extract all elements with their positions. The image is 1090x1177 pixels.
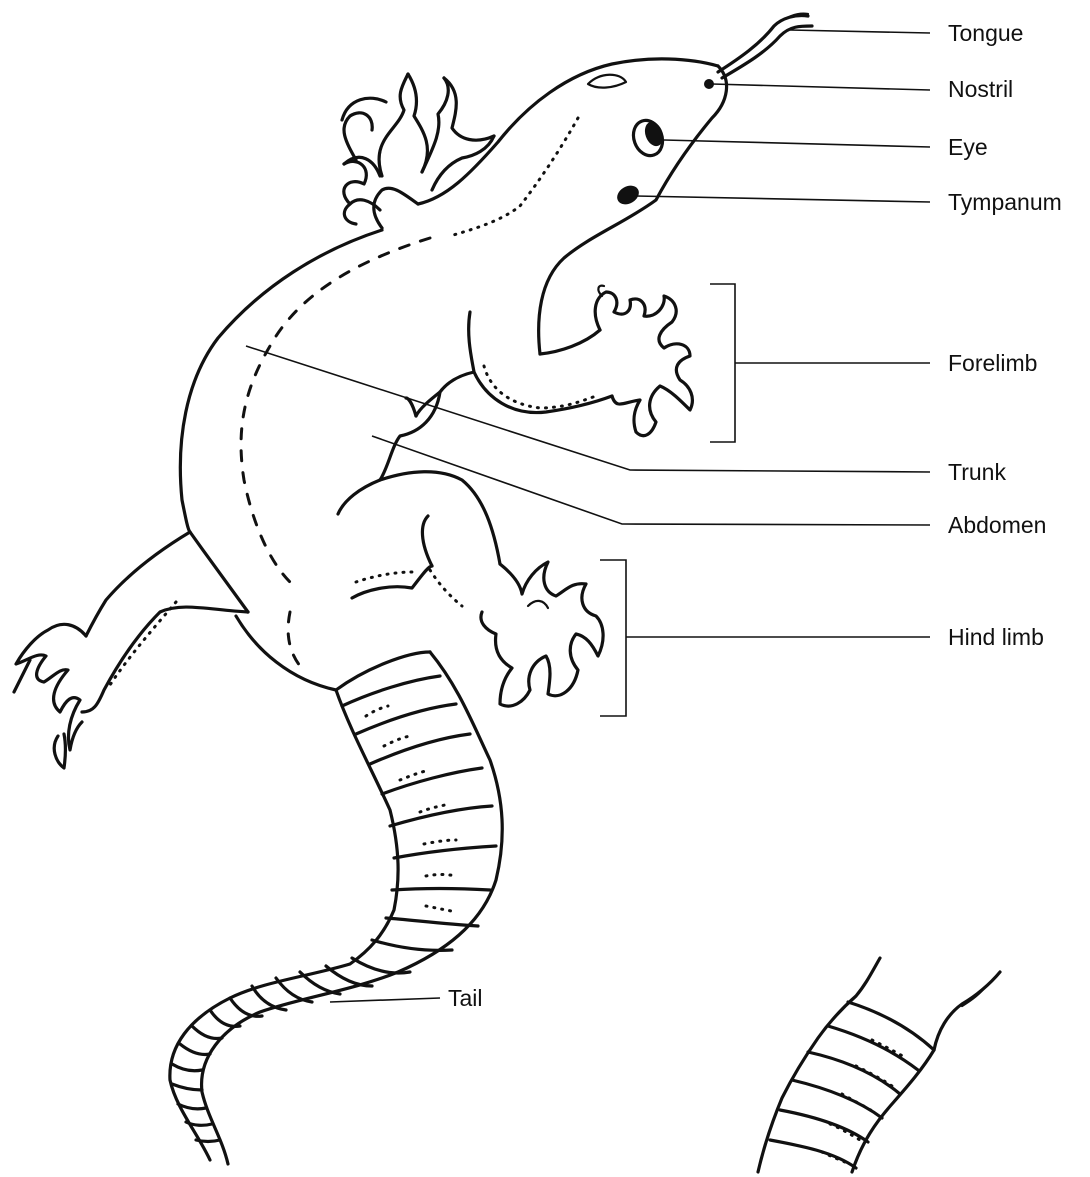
abdomen-leader bbox=[372, 436, 930, 525]
nostril-leader bbox=[712, 84, 930, 90]
tail-detail-inset bbox=[758, 958, 1000, 1172]
lizard-body bbox=[180, 59, 726, 690]
trunk-leader bbox=[246, 346, 930, 472]
label-hind-limb: Hind limb bbox=[948, 624, 1044, 650]
label-tail: Tail bbox=[448, 985, 483, 1011]
forelimb-shape bbox=[474, 286, 692, 436]
leader-lines bbox=[246, 30, 930, 1002]
hind-limb-shape bbox=[338, 472, 603, 706]
eye-leader bbox=[664, 140, 930, 147]
tail-shape bbox=[170, 652, 502, 1164]
tongue-shape bbox=[718, 14, 812, 78]
labels: Tongue Nostril Eye Tympanum Forelimb Tru… bbox=[448, 20, 1062, 1011]
tongue-leader bbox=[790, 30, 930, 33]
front-left-foot bbox=[342, 74, 494, 228]
label-trunk: Trunk bbox=[948, 459, 1006, 485]
label-nostril: Nostril bbox=[948, 76, 1013, 102]
forelimb-bracket bbox=[710, 284, 735, 442]
label-abdomen: Abdomen bbox=[948, 512, 1046, 538]
tympanum-shape bbox=[614, 183, 641, 208]
left-hind-foot bbox=[14, 532, 248, 768]
label-eye: Eye bbox=[948, 134, 988, 160]
label-tongue: Tongue bbox=[948, 20, 1023, 46]
label-forelimb: Forelimb bbox=[948, 350, 1037, 376]
tail-leader bbox=[330, 998, 440, 1002]
label-tympanum: Tympanum bbox=[948, 189, 1062, 215]
tympanum-leader bbox=[636, 196, 930, 202]
